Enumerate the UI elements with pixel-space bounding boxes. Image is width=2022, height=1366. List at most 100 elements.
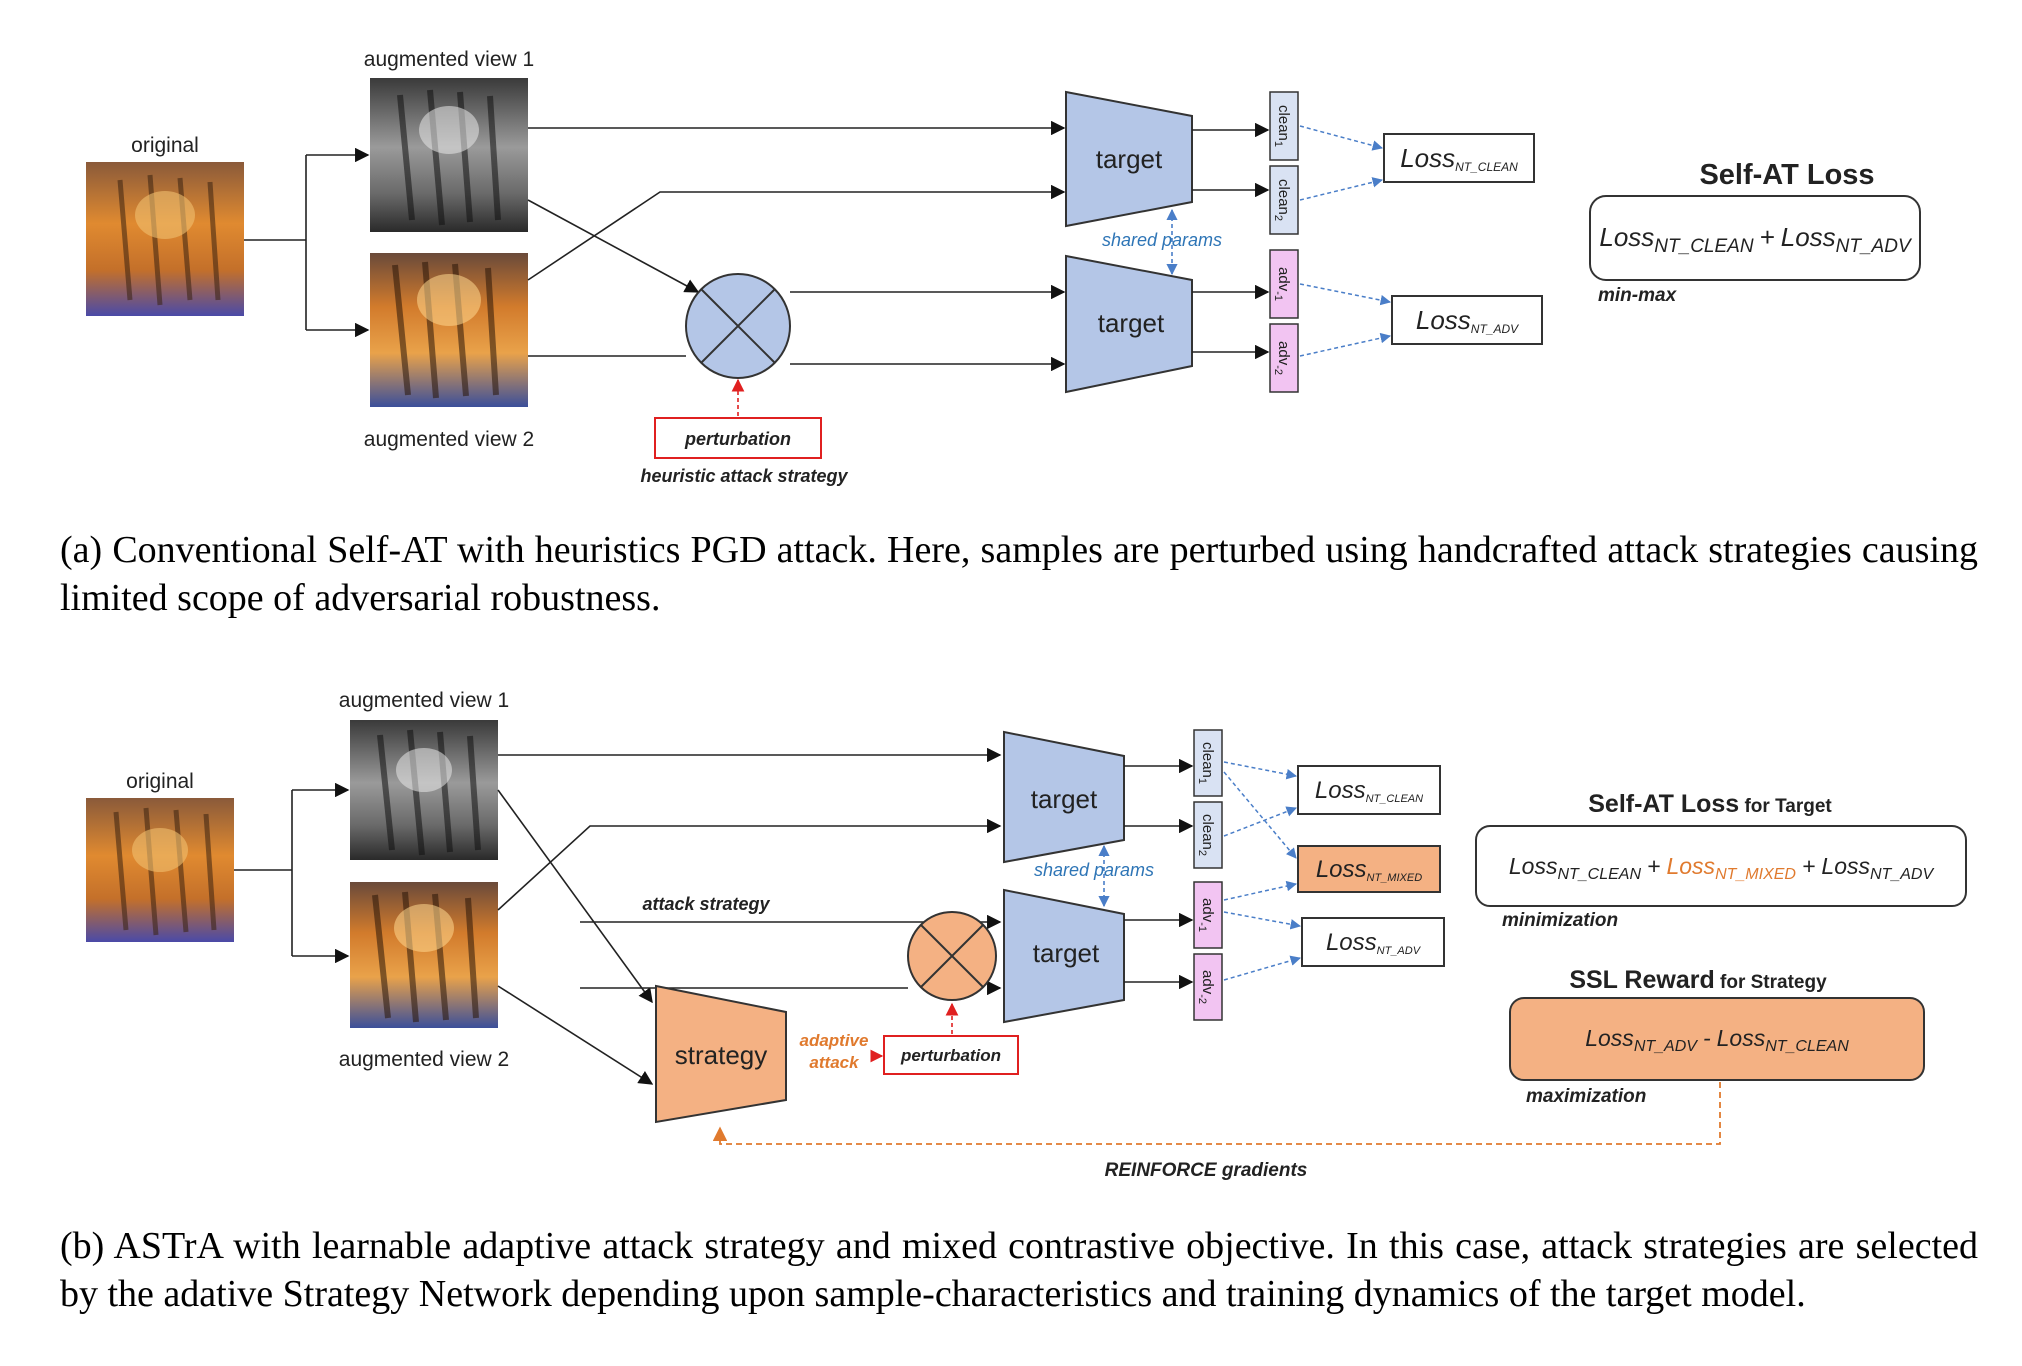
shared-params-label-b: shared params bbox=[1034, 860, 1154, 880]
loss-adv-box-a bbox=[1391, 295, 1543, 345]
selfat-plus2-b: + bbox=[1802, 853, 1815, 879]
panel-a: original augmented view 1 augmented view… bbox=[86, 48, 1921, 486]
loss-clean-text-a: Loss bbox=[1400, 143, 1455, 173]
adv-2-embedding-b: adv-2 bbox=[1193, 953, 1223, 1021]
perturbation-label-b: perturbation bbox=[900, 1046, 1001, 1065]
perturbation-operator-a bbox=[685, 273, 791, 379]
selfat-loss-box-a bbox=[1589, 195, 1921, 281]
svg-text:LossNT_ADV: LossNT_ADV bbox=[1326, 929, 1422, 957]
loss-mixed-box-b bbox=[1297, 845, 1441, 893]
loss-clean-sub-b: NT_CLEAN bbox=[1366, 793, 1424, 805]
reward-minus: - bbox=[1703, 1025, 1711, 1051]
adv-2-text-b: adv bbox=[1199, 970, 1216, 995]
minimization-label: minimization bbox=[1502, 910, 1618, 931]
reward-title: SSL Reward bbox=[1569, 966, 1714, 994]
loss-adv-sub-b: NT_ADV bbox=[1377, 945, 1422, 957]
selfat-term2-sub-a: NT_ADV bbox=[1836, 236, 1913, 257]
perturbation-operator-b bbox=[907, 911, 997, 1001]
perturbation-label-a: perturbation bbox=[684, 429, 791, 449]
target-label-top-b: target bbox=[1031, 784, 1098, 814]
selfat-term1-a: Loss bbox=[1599, 222, 1654, 252]
svg-text:LossNT_CLEAN: LossNT_CLEAN bbox=[1315, 777, 1423, 805]
reinforce-feedback-arrow bbox=[712, 1082, 1721, 1145]
selfat-loss-title-b: Self-AT Loss bbox=[1588, 790, 1739, 818]
clean-2-embedding-b: clean2 bbox=[1193, 801, 1223, 869]
reinforce-label: REINFORCE gradients bbox=[1105, 1160, 1308, 1181]
target-label-bottom-b: target bbox=[1033, 938, 1100, 968]
target-network-top-a bbox=[1065, 90, 1193, 228]
adv-1-embedding-b: adv-1 bbox=[1193, 881, 1223, 949]
heuristic-attack-label: heuristic attack strategy bbox=[640, 466, 848, 486]
clean-1-sub-a: 1 bbox=[1272, 141, 1284, 147]
selfat-term3-sub-b: NT_ADV bbox=[1870, 866, 1934, 883]
adv-2-sub-b: -2 bbox=[1196, 994, 1208, 1004]
svg-text:SSL Reward for Strategy: SSL Reward for Strategy bbox=[1569, 966, 1827, 994]
maximization-label: maximization bbox=[1526, 1086, 1646, 1107]
svg-text:clean2: clean2 bbox=[1196, 814, 1216, 856]
loss-adv-text-a: Loss bbox=[1416, 305, 1471, 335]
svg-text:clean2: clean2 bbox=[1272, 179, 1292, 221]
strategy-label: strategy bbox=[675, 1040, 768, 1070]
reward-title-suffix: for Strategy bbox=[1715, 972, 1827, 993]
attack-label: attack bbox=[809, 1053, 860, 1072]
svg-text:adv-2: adv-2 bbox=[1196, 970, 1216, 1004]
target-label-top-a: target bbox=[1096, 144, 1163, 174]
clean-1-text-a: clean bbox=[1275, 105, 1292, 141]
augmented-view-2-image-a bbox=[370, 253, 528, 407]
selfat-loss-box-b bbox=[1475, 825, 1967, 907]
loss-adv-text-b: Loss bbox=[1326, 929, 1377, 956]
adv-1-text-a: adv bbox=[1275, 267, 1292, 292]
svg-text:Self-AT Loss for Target: Self-AT Loss for Target bbox=[1588, 790, 1832, 818]
svg-text:LossNT_ADV: LossNT_ADV bbox=[1416, 305, 1519, 336]
clean-1-text-b: clean bbox=[1199, 742, 1216, 778]
clean-1-sub-b: 1 bbox=[1196, 778, 1208, 784]
target-label-bottom-a: target bbox=[1098, 308, 1165, 338]
target-network-top-b bbox=[1003, 730, 1125, 864]
svg-text:clean1: clean1 bbox=[1196, 742, 1216, 784]
svg-text:LossNT_MIXED: LossNT_MIXED bbox=[1316, 856, 1422, 884]
augmented-view-1-label-a: augmented view 1 bbox=[364, 48, 534, 71]
clean-1-embedding-a: clean1 bbox=[1269, 91, 1299, 161]
loss-clean-box-a bbox=[1383, 133, 1535, 183]
svg-text:LossNT_ADV-LossNT_CLEAN: LossNT_ADV-LossNT_CLEAN bbox=[1585, 1025, 1849, 1055]
selfat-plus-a: + bbox=[1760, 222, 1775, 252]
svg-text:clean1: clean1 bbox=[1272, 105, 1292, 147]
selfat-term2-b: Loss bbox=[1666, 853, 1715, 879]
minmax-label-a: min-max bbox=[1598, 285, 1678, 306]
reward-term1-sub: NT_ADV bbox=[1634, 1038, 1698, 1055]
augmented-view-2-label-b: augmented view 2 bbox=[339, 1048, 509, 1071]
loss-clean-box-b bbox=[1297, 765, 1441, 815]
original-label-a: original bbox=[131, 134, 199, 157]
svg-text:adv-2: adv-2 bbox=[1272, 341, 1292, 375]
svg-text:adv-1: adv-1 bbox=[1196, 898, 1216, 932]
adv-2-embedding-a: adv-2 bbox=[1269, 323, 1299, 393]
selfat-term3-b: Loss bbox=[1821, 853, 1870, 879]
svg-text:LossNT_CLEAN: LossNT_CLEAN bbox=[1400, 143, 1518, 174]
original-image-a bbox=[86, 162, 244, 316]
clean-2-sub-a: 2 bbox=[1272, 215, 1284, 221]
svg-text:LossNT_CLEAN+LossNT_MIXED+Loss: LossNT_CLEAN+LossNT_MIXED+LossNT_ADV bbox=[1509, 853, 1935, 883]
adv-1-sub-b: -1 bbox=[1196, 922, 1208, 932]
selfat-loss-title-suffix-b: for Target bbox=[1739, 796, 1832, 817]
selfat-term1-sub-b: NT_CLEAN bbox=[1557, 866, 1641, 883]
augmented-view-1-image-b bbox=[350, 720, 498, 860]
panel-b: original augmented view 1 augmented view… bbox=[86, 689, 1967, 1181]
caption-a: (a) Conventional Self-AT with heuristics… bbox=[60, 529, 1978, 619]
clean-2-sub-b: 2 bbox=[1196, 850, 1208, 856]
original-label-b: original bbox=[126, 770, 194, 793]
augmented-view-2-image-b bbox=[350, 882, 498, 1028]
selfat-plus1-b: + bbox=[1647, 853, 1660, 879]
shared-params-label-a: shared params bbox=[1102, 230, 1222, 250]
caption-b: (b) ASTrA with learnable adaptive attack… bbox=[60, 1225, 1978, 1315]
perturbation-box-b bbox=[883, 1035, 1019, 1075]
adv-1-sub-a: -1 bbox=[1272, 291, 1284, 301]
selfat-term1-b: Loss bbox=[1509, 853, 1558, 879]
target-network-bottom-b bbox=[1003, 888, 1125, 1024]
ssl-reward-box bbox=[1509, 997, 1925, 1081]
adaptive-label: adaptive bbox=[800, 1031, 869, 1050]
selfat-term1-sub-a: NT_CLEAN bbox=[1654, 236, 1754, 257]
adv-1-embedding-a: adv-1 bbox=[1269, 249, 1299, 319]
selfat-term2-sub-b: NT_MIXED bbox=[1715, 866, 1796, 883]
loss-clean-sub-a: NT_CLEAN bbox=[1455, 160, 1518, 174]
